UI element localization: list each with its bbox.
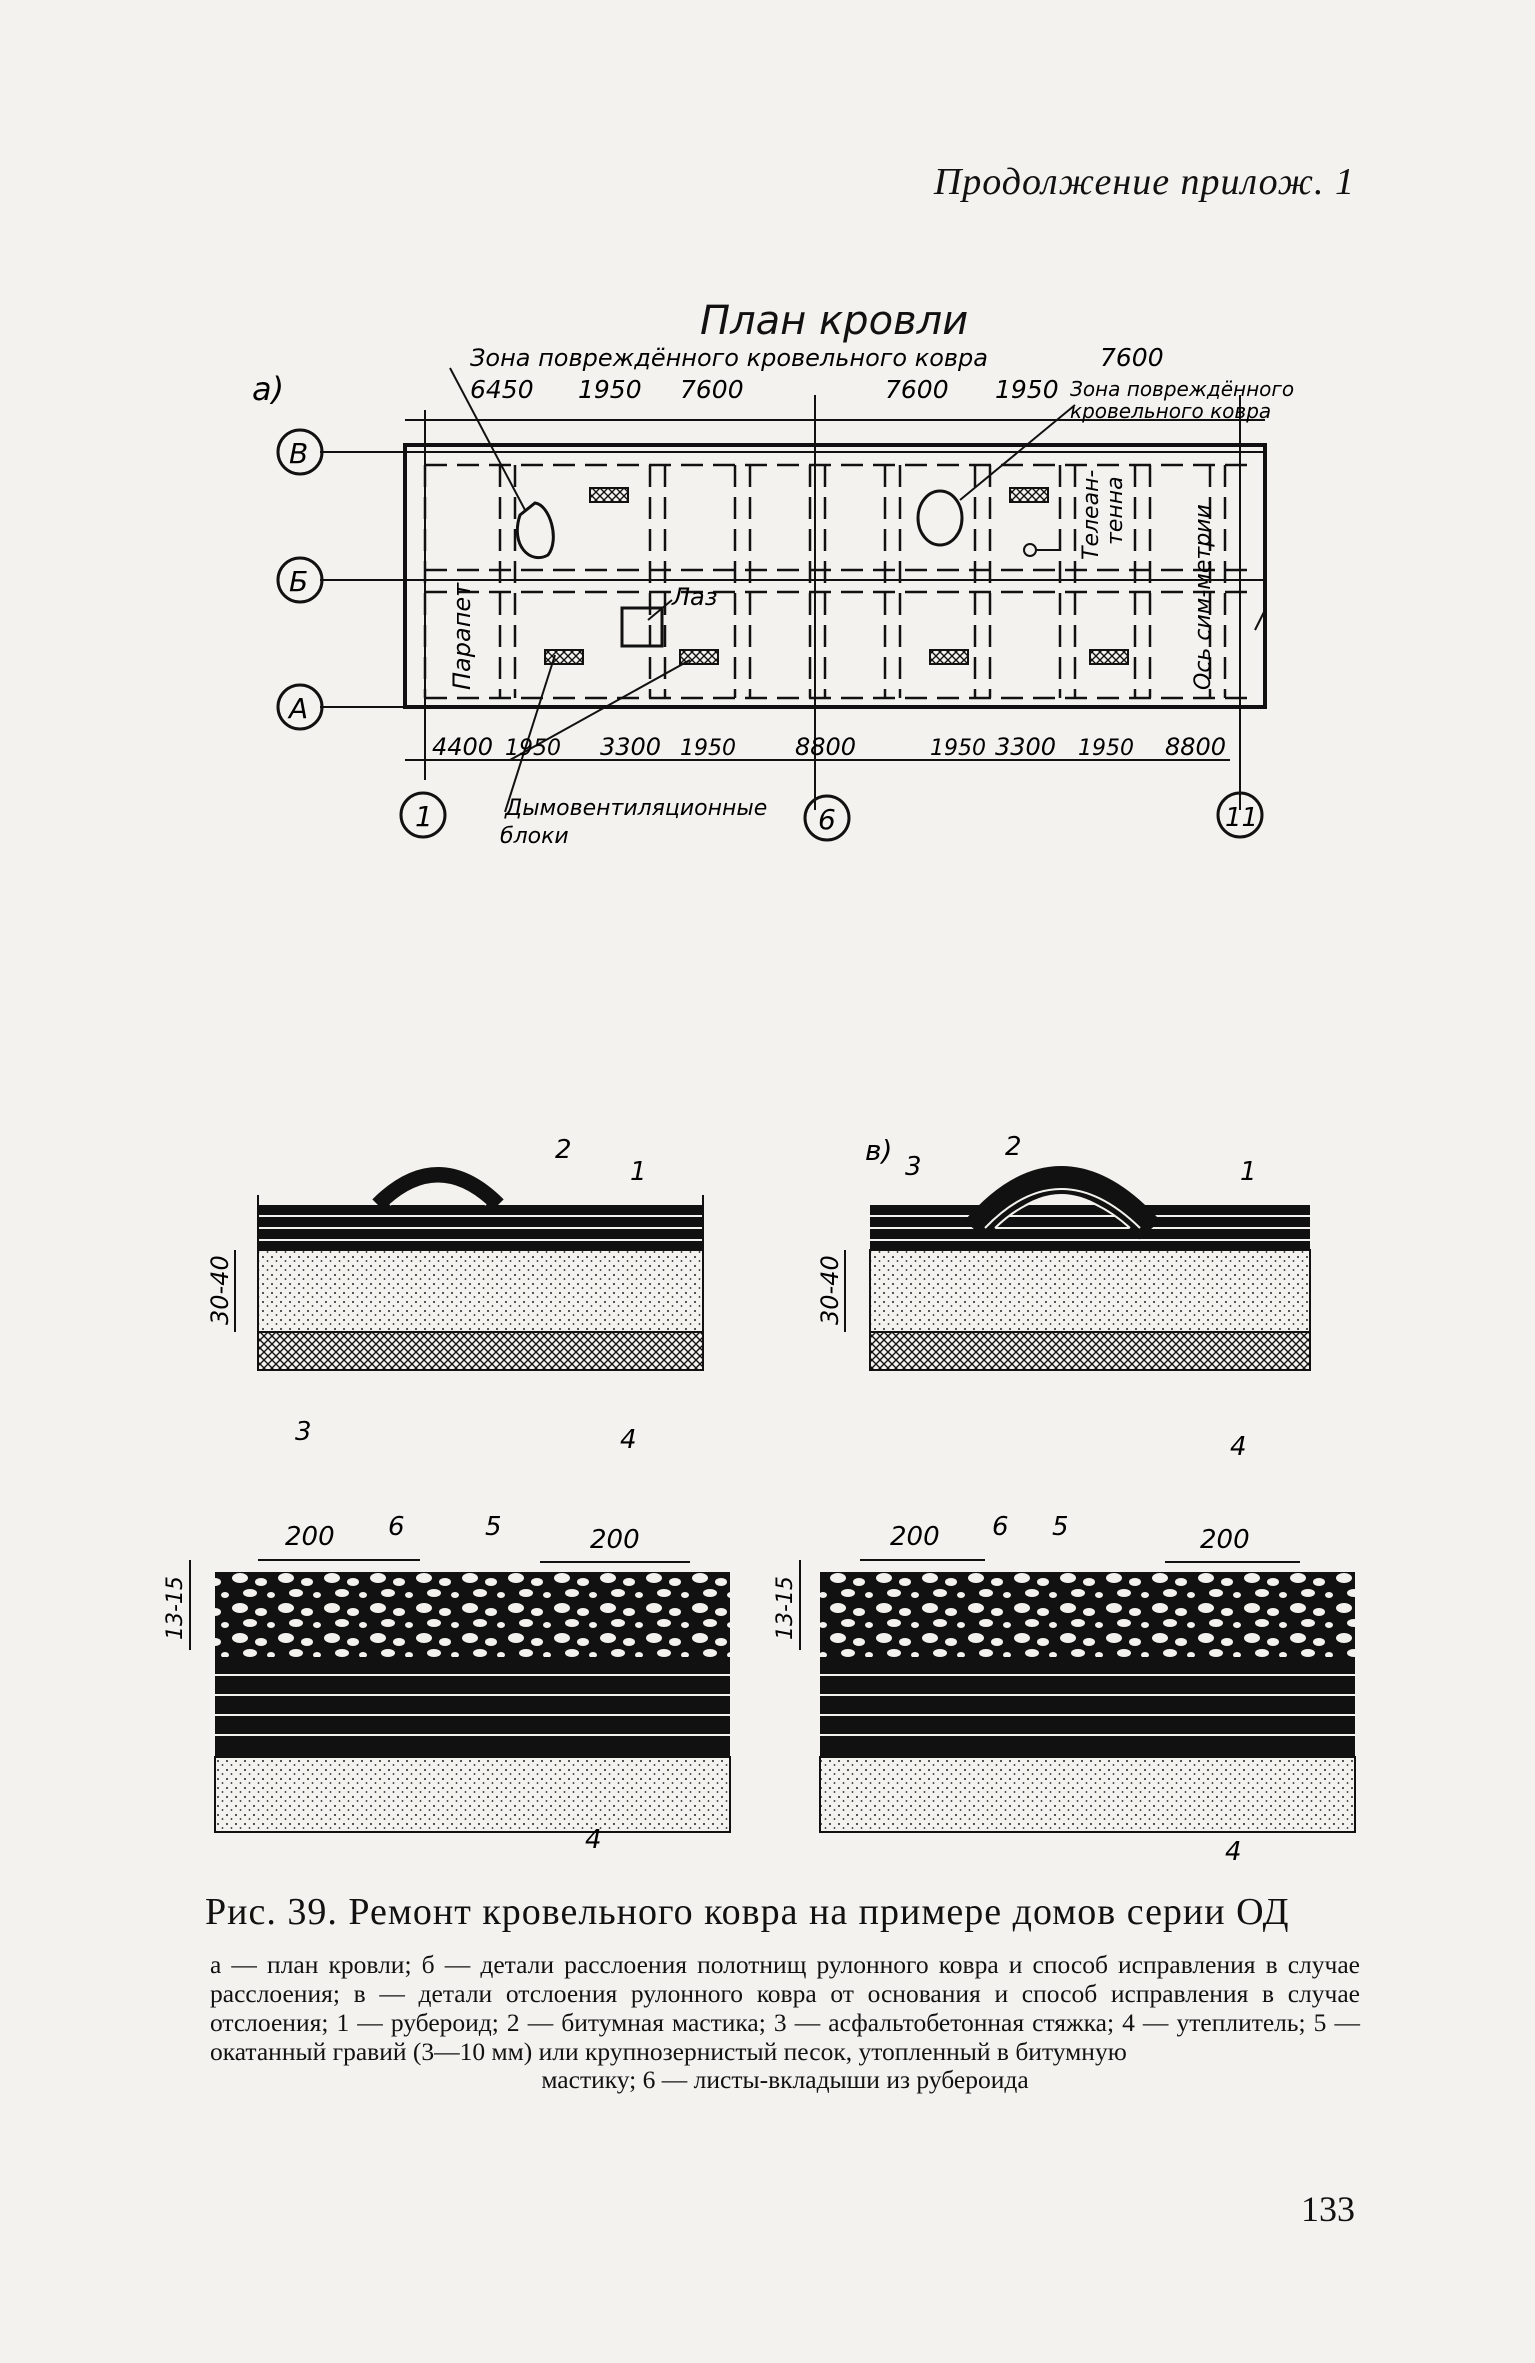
top-dim-7600-c: 7600	[1100, 343, 1164, 372]
top-dim-6450: 6450	[470, 375, 534, 404]
page-number: 133	[1301, 2189, 1355, 2229]
bottom-dim-1950-c: 1950	[930, 736, 986, 761]
grid-dashed-lines	[423, 463, 1250, 700]
bl-dim-200-a: 200	[285, 1522, 335, 1552]
br-dim-200-b: 200	[1200, 1525, 1250, 1555]
vent-blocks	[544, 487, 1129, 665]
damage-zone-right-label-1: Зона повреждённого	[1070, 377, 1294, 401]
axis-lines	[320, 395, 1266, 810]
detail-v-right: в) 30-40 3 2 1 4	[816, 1132, 1311, 1462]
damage-zone-right-label-2: кровельного ковра	[1070, 399, 1271, 423]
detail-b-label-1: 1	[630, 1157, 647, 1187]
detail-b-label-2: 2	[555, 1135, 572, 1165]
detail-b-label-4: 4	[620, 1425, 637, 1455]
detail-v-label: в)	[865, 1134, 892, 1167]
br-dim-200-a: 200	[890, 1522, 940, 1552]
top-dim-1950-a: 1950	[578, 375, 642, 404]
damage-zone-left-label: Зона повреждённого кровельного ковра	[470, 344, 988, 372]
antenna-mark	[1023, 543, 1037, 557]
roof-outline	[403, 443, 1267, 709]
roof-hatch	[620, 606, 664, 648]
br-thickness: 13-15	[773, 1576, 798, 1640]
col-axis-11: 11	[1225, 803, 1258, 833]
bl-dim-200-b: 200	[590, 1525, 640, 1555]
col-axis-6: 6	[818, 803, 836, 836]
panel-label-a: а)	[252, 370, 284, 408]
bottom-dim-8800-a: 8800	[795, 733, 856, 761]
detail-v-thickness: 30-40	[816, 1255, 844, 1325]
figure-caption: Рис. 39. Ремонт кровельного ковра на при…	[205, 1891, 1290, 1933]
br-label-6: 6	[992, 1512, 1009, 1542]
damage-zone-right	[916, 489, 964, 547]
plan-title: План кровли	[700, 298, 969, 344]
detail-v-label-3: 3	[905, 1152, 922, 1182]
detail-b-label-3: 3	[295, 1417, 312, 1447]
detail-v-label-1: 1	[1240, 1157, 1257, 1187]
bottom-dim-1950-b: 1950	[680, 736, 736, 761]
column-axis-bubbles: 1 6 11	[399, 791, 1264, 842]
row-axis-b-mid: Б	[289, 565, 308, 598]
section-details-drawing: 30-40 2 1 3 4 в) 30-40 3 2 1 4 200 6 5 2…	[163, 1132, 1356, 1867]
bottom-dim-1950-a: 1950	[505, 736, 561, 761]
row-axis-bubbles: В Б А	[276, 428, 324, 731]
bottom-dim-3300-a: 3300	[600, 733, 661, 761]
roof-plan-drawing: а)	[252, 343, 1294, 849]
top-dim-7600-a: 7600	[680, 375, 744, 404]
figure-legend-last-line: мастику; 6 — листы-вкладыши из рубероида	[541, 2065, 1029, 2094]
top-dim-7600-b: 7600	[885, 375, 949, 404]
bottom-dim-1950-d: 1950	[1078, 736, 1134, 761]
vent-blocks-label-2: блоки	[500, 824, 569, 849]
sym-axis-label: Ось сим-метрии	[1191, 504, 1216, 690]
figure-legend: а — план кровли; б — детали расслоения п…	[210, 1950, 1360, 2066]
detail-b-left: 30-40 2 1 3 4	[206, 1135, 704, 1455]
bottom-dim-8800-b: 8800	[1165, 733, 1226, 761]
detail-v-label-2: 2	[1005, 1132, 1022, 1162]
detail-b-repair: 200 6 5 200 13-15 4	[163, 1512, 731, 1855]
hatch-label: Лаз	[671, 583, 718, 611]
detail-v-label-4: 4	[1230, 1432, 1247, 1462]
antenna-label-2: тенна	[1103, 476, 1128, 545]
bl-label-5: 5	[485, 1512, 502, 1542]
detail-b-thickness: 30-40	[206, 1255, 234, 1325]
damage-zone-left	[515, 501, 555, 559]
br-label-4: 4	[1225, 1837, 1242, 1867]
bottom-dim-3300-b: 3300	[995, 733, 1056, 761]
col-axis-1: 1	[415, 800, 433, 833]
top-dim-1950-b: 1950	[995, 375, 1059, 404]
parapet-label: Парапет	[448, 582, 476, 690]
continuation-header: Продолжение прилож. 1	[933, 161, 1355, 203]
br-label-5: 5	[1052, 1512, 1069, 1542]
bl-label-6: 6	[388, 1512, 405, 1542]
bl-label-4: 4	[585, 1825, 602, 1855]
bl-thickness: 13-15	[163, 1576, 188, 1640]
bottom-dim-4400: 4400	[432, 733, 493, 761]
row-axis-a: А	[287, 692, 308, 725]
row-axis-b-top: В	[289, 437, 308, 470]
leader-lines	[449, 367, 1076, 813]
detail-v-repair: 200 6 5 200 13-15 4	[773, 1512, 1356, 1867]
antenna-label-1: Телеан-	[1079, 470, 1104, 560]
vent-blocks-label-1: Дымовентиляционные	[504, 796, 767, 821]
